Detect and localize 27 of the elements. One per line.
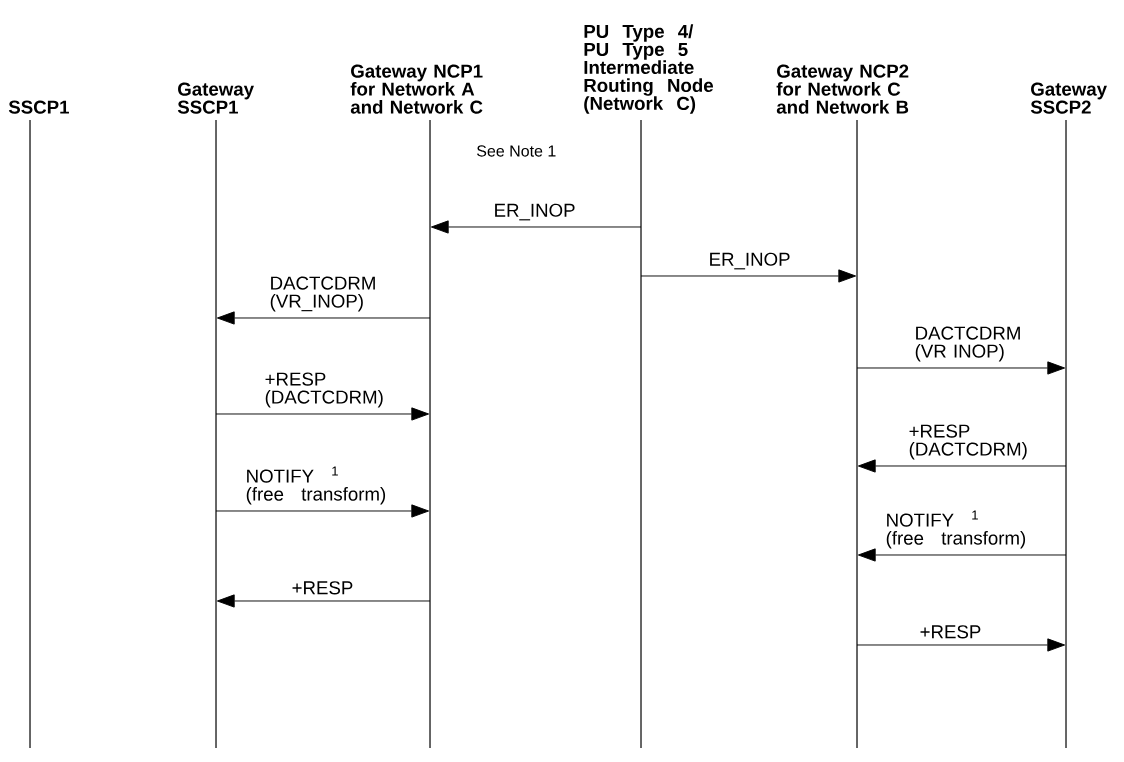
message-label: NOTIFY $^{1}$ (free transform) (884, 509, 1035, 550)
message-arrow (856, 361, 1066, 375)
message-arrow (215, 407, 430, 421)
message-arrow (430, 220, 642, 234)
message-label: ER_INOP (707, 251, 792, 271)
message-label: +RESP (918, 623, 983, 640)
message-label: +RESP (290, 579, 355, 596)
message-arrow (216, 311, 431, 325)
message-label: ER_INOP (492, 202, 577, 222)
message-arrow (215, 504, 430, 518)
note-text: See Note 1 (477, 145, 556, 157)
participant-heading: SSCP1 (8, 100, 69, 114)
message-arrow (216, 594, 431, 608)
message-label: NOTIFY $^{1}$ (free transform) (244, 465, 395, 506)
message-arrow (856, 638, 1066, 652)
participant-heading: Gateway NCP2 for Network C and Network B (776, 64, 909, 114)
participant-heading: Gateway NCP1 for Network A and Network C (350, 64, 483, 114)
message-label: DACTCDRM (VR_INOP) (268, 275, 386, 313)
participant-heading: Gateway SSCP1 (177, 82, 254, 114)
message-arrow (857, 548, 1067, 562)
participant-heading: Gateway SSCP2 (1030, 82, 1107, 114)
message-arrow (857, 459, 1067, 473)
message-label: +RESP (DACTCDRM) (263, 371, 396, 409)
participant-heading: PU Type 4/ PU Type 5 Intermediate Routing Node (Network C) (584, 24, 713, 114)
message-label: +RESP (DACTCDRM) (907, 423, 1040, 461)
message-label: DACTCDRM (VR INOP) (913, 325, 1031, 363)
message-arrow (640, 269, 857, 283)
